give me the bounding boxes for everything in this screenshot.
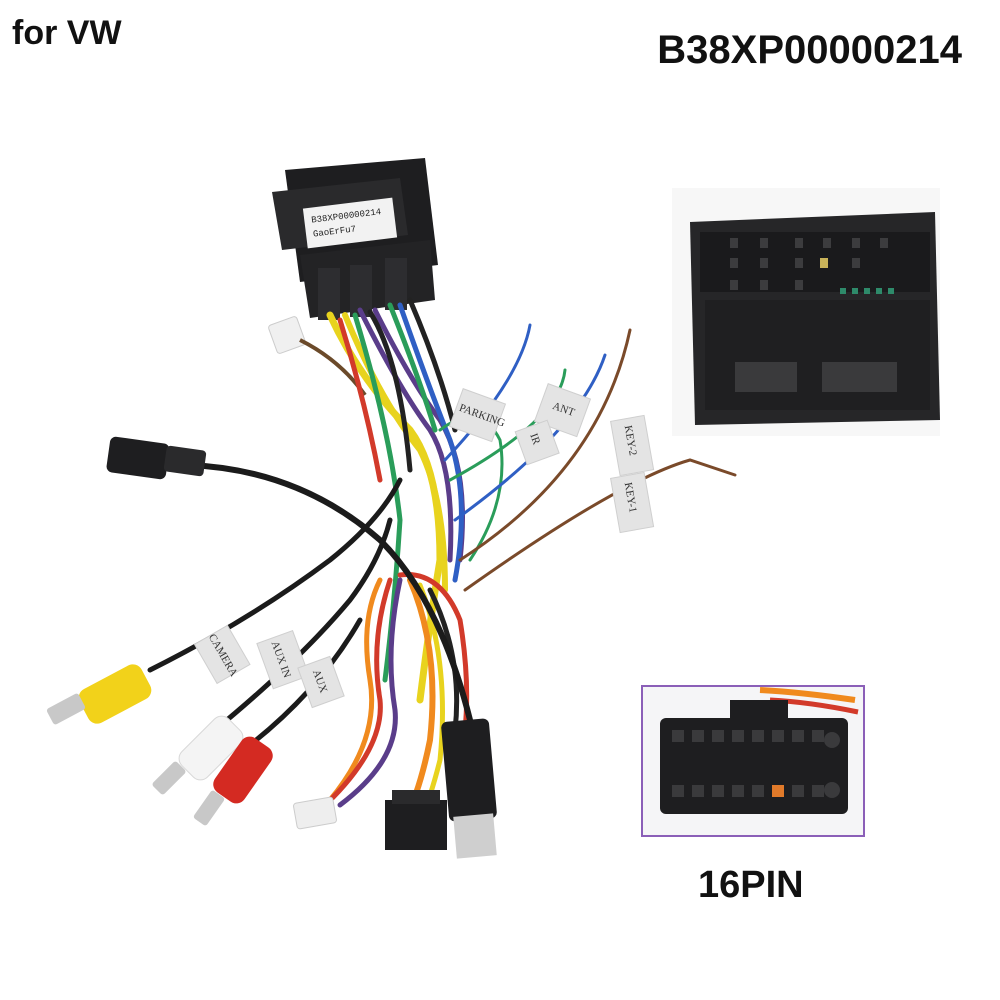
white-plug-bottom — [293, 796, 337, 830]
camera-plug — [106, 436, 207, 480]
tag-ir: IR — [527, 432, 542, 447]
white-plug-top — [268, 316, 306, 354]
wire-tags: PARKING ANT IR KEY-2 KEY-1 CAMERA AUX IN… — [193, 383, 655, 709]
rca-yellow — [46, 664, 152, 725]
inset-vehicle-connector — [672, 188, 940, 436]
harness-16pin-plug — [385, 790, 447, 850]
usb-plug — [441, 718, 497, 859]
tag-key2: KEY-2 — [622, 424, 639, 456]
inset-16pin-face — [641, 685, 865, 837]
vehicle-label: for VW — [12, 14, 122, 52]
part-number: B38XP00000214 — [657, 28, 962, 72]
tag-key1: KEY-1 — [622, 481, 639, 513]
rca-red — [193, 736, 273, 826]
main-connector: B38XP00000214 GaoErFu7 — [272, 158, 438, 320]
rca-white — [152, 715, 244, 795]
pin-count-label: 16PIN — [698, 864, 804, 906]
